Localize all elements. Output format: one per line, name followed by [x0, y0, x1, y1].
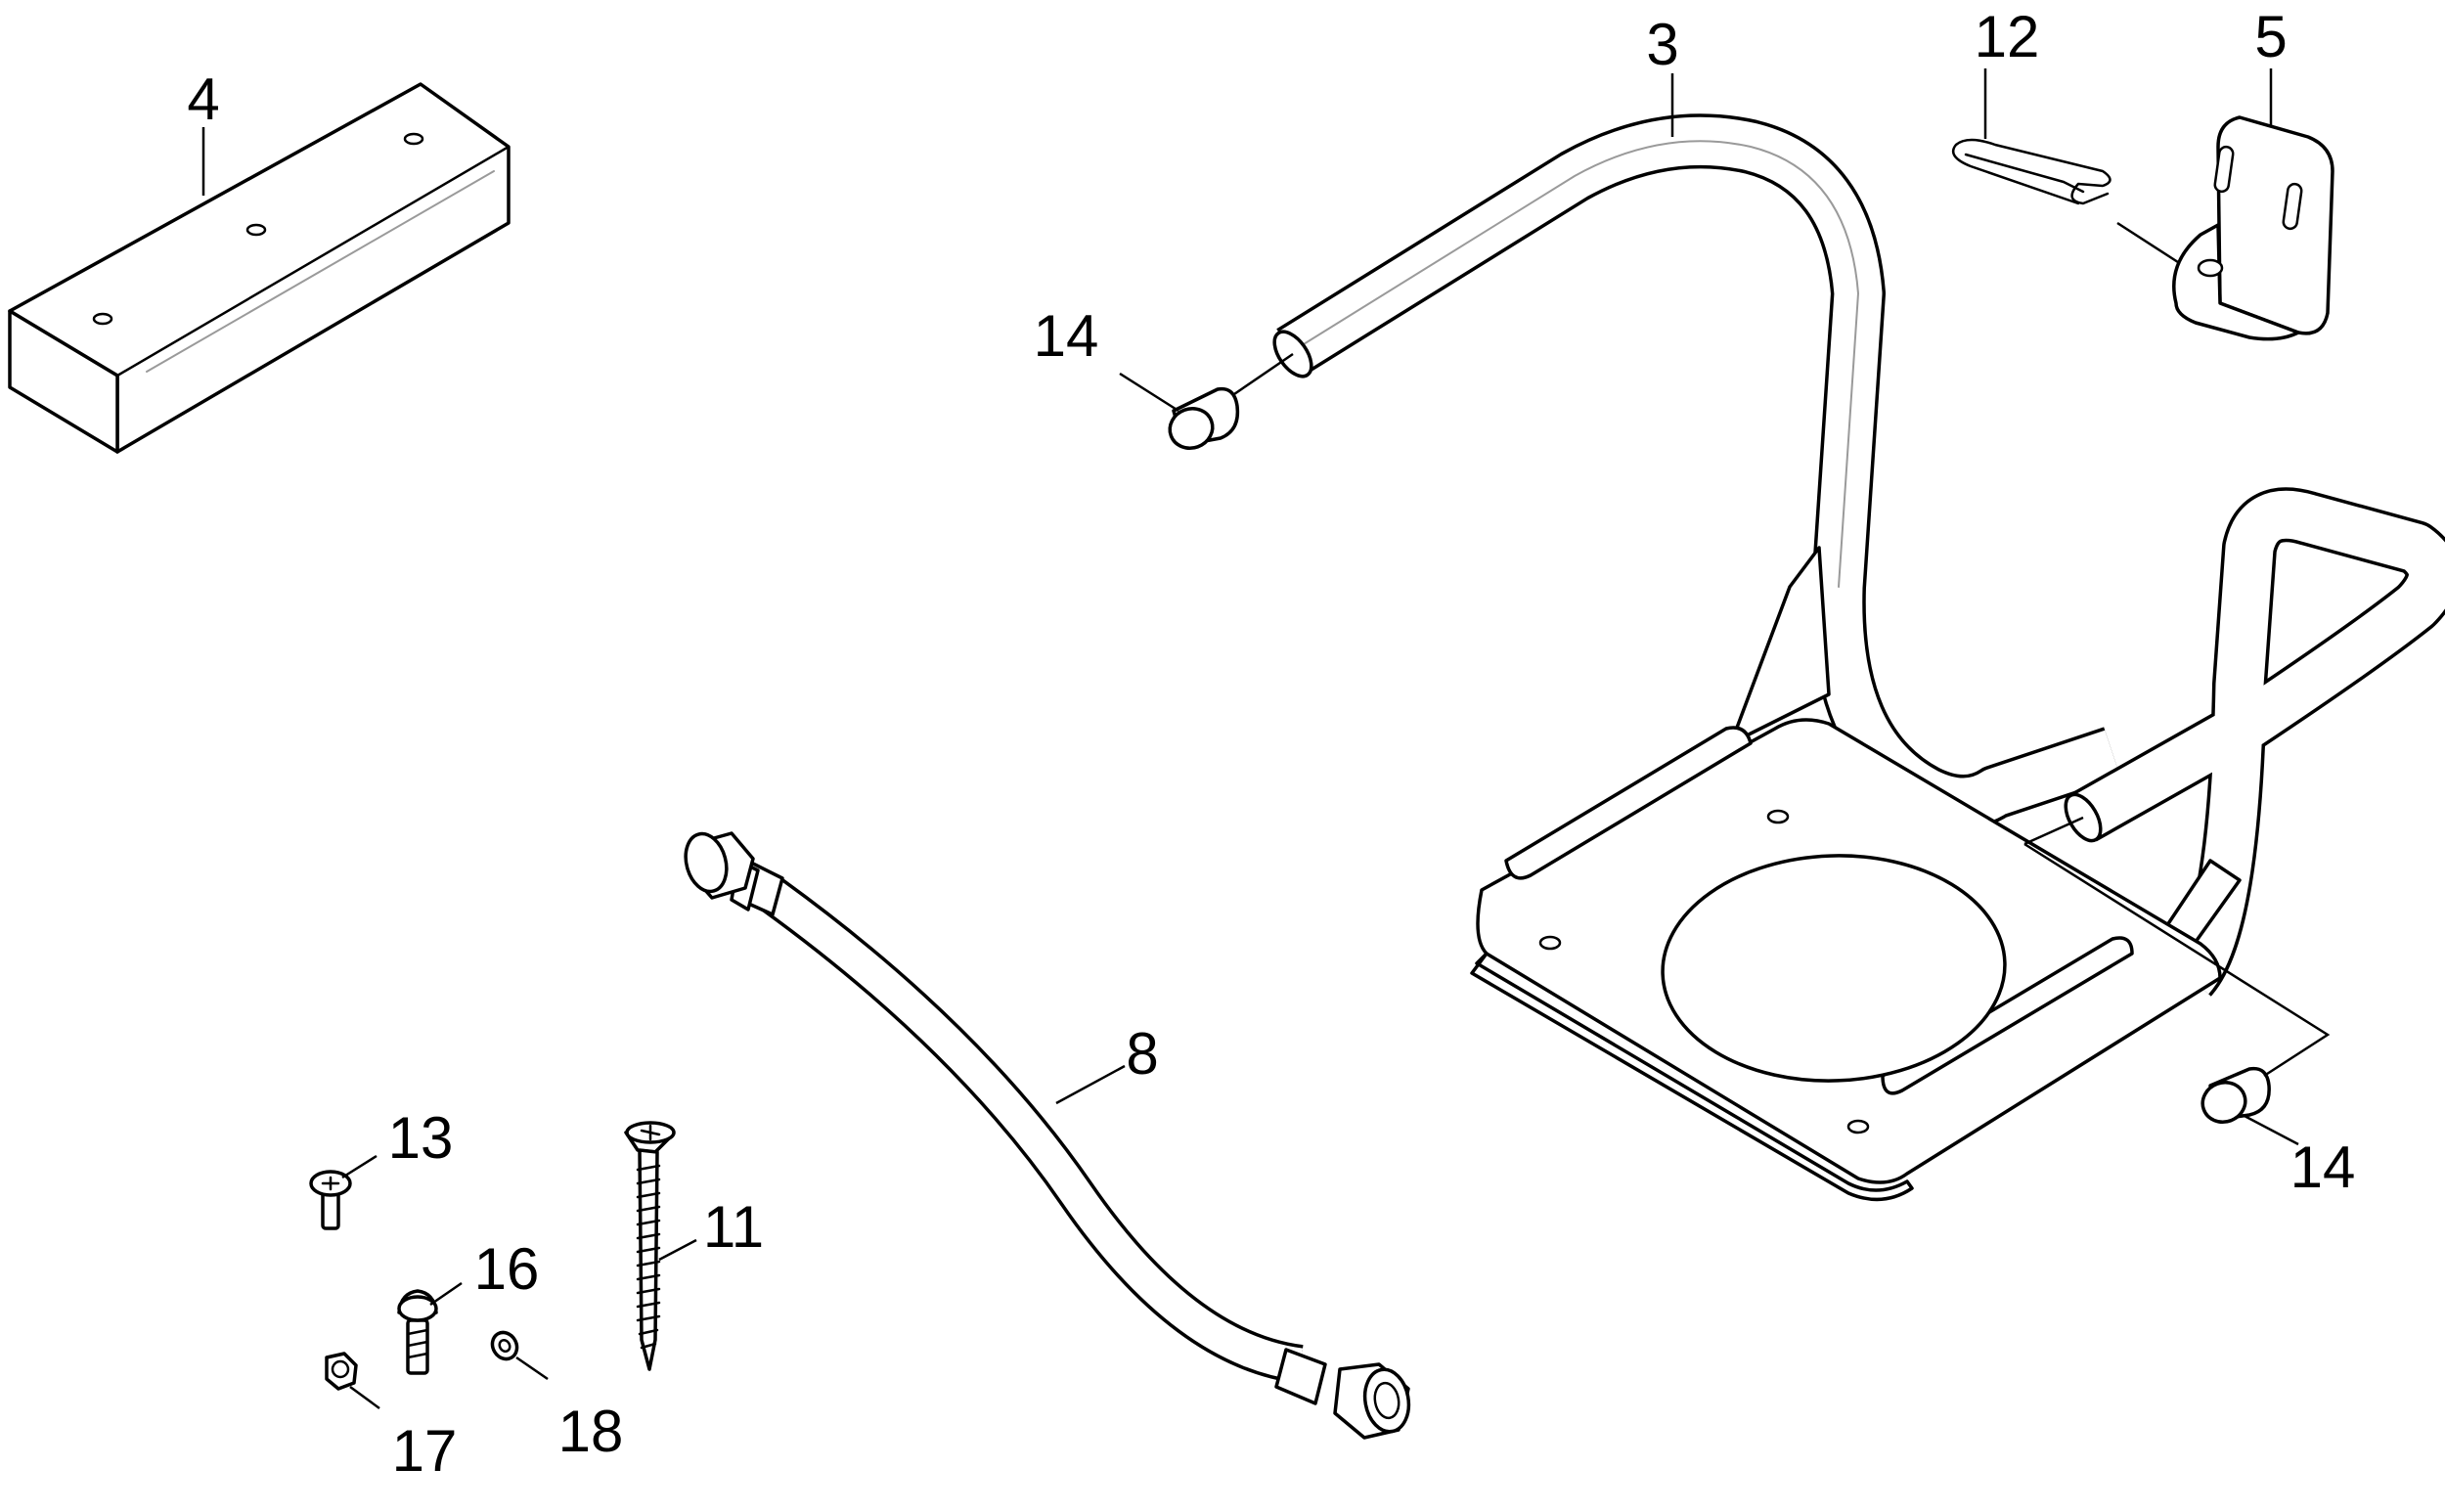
part-14-end-cap-bottom: [2200, 1066, 2271, 1124]
bracket-slot: [2282, 182, 2303, 231]
leader-14-bottom: [2023, 842, 2331, 1078]
base-plate-hole: [1766, 809, 1790, 824]
part-18-washer: [490, 1330, 519, 1361]
part-4-block: [8, 82, 511, 454]
leader-14-bottom-to-tube: [2023, 816, 2084, 846]
part-14-end-cap-top: [1168, 386, 1240, 450]
leader-17: [349, 1385, 380, 1410]
callout-13: 13: [388, 1105, 454, 1171]
callout-5: 5: [2254, 4, 2287, 69]
block-hole: [92, 312, 113, 326]
bracket-slot: [2213, 145, 2235, 194]
leader-14-top-to-tube: [1233, 352, 1294, 396]
leader-18: [515, 1356, 549, 1381]
callout-17: 17: [392, 1418, 458, 1484]
part-8-hose: [684, 831, 1411, 1440]
bracket-hole: [2197, 258, 2224, 278]
callout-8: 8: [1126, 1021, 1158, 1087]
callout-3: 3: [1646, 12, 1678, 77]
leader-16: [429, 1281, 463, 1307]
callout-16: 16: [474, 1236, 540, 1302]
part-5-angle-bracket: [2172, 115, 2334, 341]
leader-14-top: [1119, 372, 1179, 413]
callout-14-top: 14: [1034, 303, 1099, 369]
callout-12: 12: [1975, 4, 2040, 69]
part-3-stand-frame: [1272, 113, 2445, 1202]
leader-12-to-bracket: [2116, 221, 2182, 266]
callout-4: 4: [187, 67, 219, 132]
part-12-hairpin-clip: [1951, 138, 2112, 205]
part-11-wood-screw: [624, 1121, 676, 1371]
callout-14-bottom: 14: [2290, 1134, 2356, 1200]
leader-13: [341, 1154, 378, 1179]
callout-18: 18: [558, 1399, 624, 1464]
part-16-bolt: [397, 1289, 438, 1375]
part-13-small-screw: [309, 1170, 352, 1230]
base-plate-hole: [1846, 1119, 1870, 1134]
block-hole: [245, 223, 267, 237]
leader-8: [1055, 1064, 1126, 1105]
callout-11: 11: [703, 1194, 764, 1260]
part-17-nut: [325, 1352, 358, 1391]
leader-14-bottom-label: [2242, 1113, 2299, 1146]
block-hole: [403, 132, 424, 146]
base-plate-hole: [1538, 935, 1562, 951]
base-plate-opening: [1661, 854, 2007, 1083]
leader-11: [658, 1238, 697, 1262]
